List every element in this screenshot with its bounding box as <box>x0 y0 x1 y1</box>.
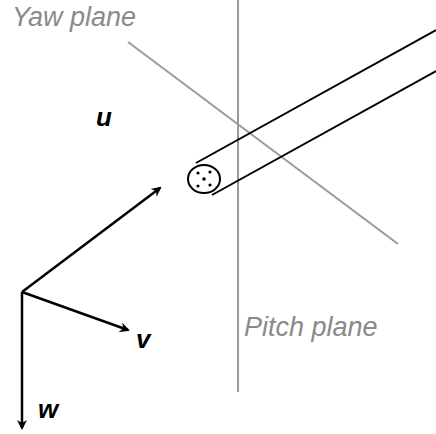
probe-tube-edge <box>196 30 436 163</box>
w-axis <box>21 292 24 428</box>
v-axis <box>22 292 128 330</box>
axis-label: v <box>136 326 150 352</box>
probe-holes <box>196 170 211 187</box>
plane-label: Pitch plane <box>244 314 378 341</box>
axis-label: w <box>38 396 58 422</box>
axis-label: u <box>96 104 112 130</box>
probe-tip <box>188 165 220 193</box>
pitch-plane-line <box>237 0 239 392</box>
probe-tube-edge <box>212 71 436 195</box>
plane-label: Yaw plane <box>12 4 136 31</box>
u-axis <box>22 188 160 292</box>
yaw-plane-line <box>128 42 398 244</box>
